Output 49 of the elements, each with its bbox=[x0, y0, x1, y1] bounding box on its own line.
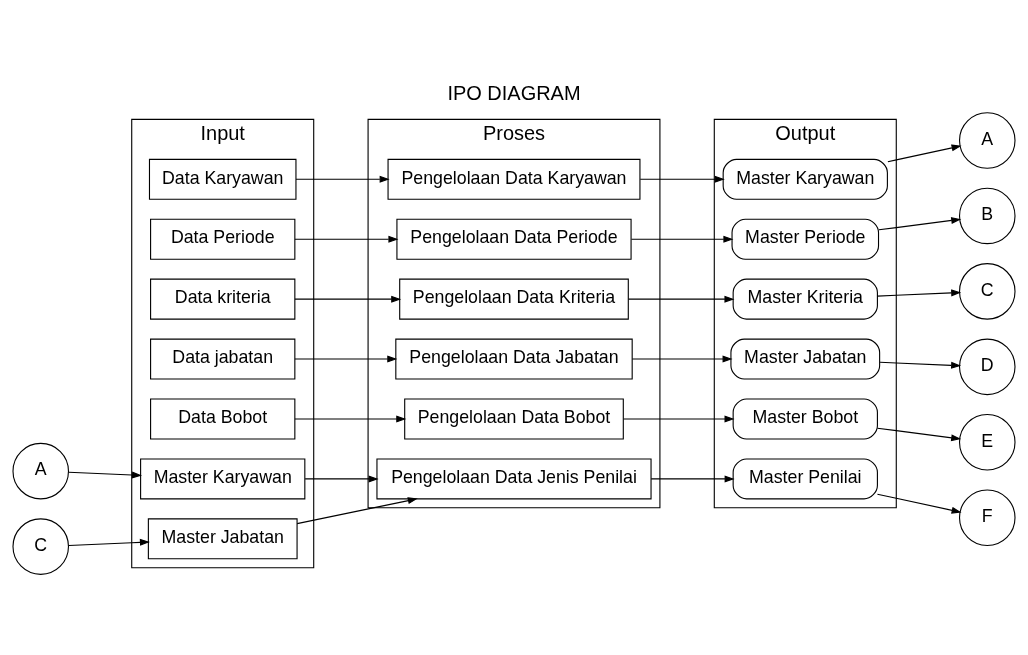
node-circle: D bbox=[958, 338, 1016, 395]
node-box: Pengelolaan Data Kriteria bbox=[399, 278, 629, 320]
diagram-title: IPO DIAGRAM bbox=[447, 81, 581, 104]
arrow bbox=[294, 235, 399, 243]
arrow bbox=[639, 175, 725, 183]
node-box: Pengelolaan Data Karyawan bbox=[387, 158, 641, 200]
arrow bbox=[876, 427, 962, 441]
arrow bbox=[294, 415, 407, 422]
node-box: Data Periode bbox=[150, 218, 296, 260]
node-box: Master Jabatan bbox=[730, 338, 881, 380]
node-box: Pengelolaan Data Bobot bbox=[404, 397, 624, 439]
arrow bbox=[876, 493, 962, 514]
arrow bbox=[876, 288, 962, 297]
node-box: Data kriteria bbox=[150, 278, 296, 320]
node-box: Data Bobot bbox=[150, 397, 296, 439]
node-box: Master Karyawan bbox=[722, 158, 888, 200]
node-circle: A bbox=[958, 111, 1016, 169]
node-circle: A bbox=[12, 442, 70, 499]
arrow bbox=[304, 474, 379, 482]
node-box: Master Kriteria bbox=[732, 278, 878, 320]
node-box: Data Karyawan bbox=[148, 158, 297, 200]
node-box: Master Periode bbox=[731, 218, 880, 260]
node-circle: E bbox=[958, 413, 1016, 471]
node-circle: C bbox=[958, 262, 1016, 320]
arrow bbox=[296, 496, 418, 524]
arrow bbox=[631, 355, 733, 363]
arrow bbox=[630, 235, 734, 243]
arrow bbox=[294, 355, 398, 363]
node-circle: B bbox=[958, 187, 1016, 244]
node-circle: C bbox=[12, 517, 70, 575]
node-box: Master Karyawan bbox=[140, 457, 306, 499]
node-box: Data jabatan bbox=[150, 338, 296, 380]
arrow bbox=[68, 538, 150, 546]
arrow bbox=[623, 415, 735, 422]
node-box: Pengelolaan Data Jabatan bbox=[395, 338, 633, 380]
arrow bbox=[68, 471, 143, 479]
node-box: Pengelolaan Data Periode bbox=[396, 218, 632, 260]
arrow bbox=[650, 474, 735, 482]
arrow bbox=[295, 175, 390, 183]
node-box: Pengelolaan Data Jenis Penilai bbox=[376, 457, 652, 499]
arrow bbox=[887, 143, 962, 162]
arrow bbox=[878, 216, 962, 230]
arrow bbox=[879, 361, 962, 369]
arrow bbox=[294, 295, 402, 303]
node-box: Master Jabatan bbox=[147, 517, 298, 559]
arrow bbox=[627, 295, 735, 303]
node-box: Master Penilai bbox=[732, 457, 878, 499]
node-box: Master Bobot bbox=[732, 397, 878, 439]
node-circle: F bbox=[958, 488, 1016, 546]
